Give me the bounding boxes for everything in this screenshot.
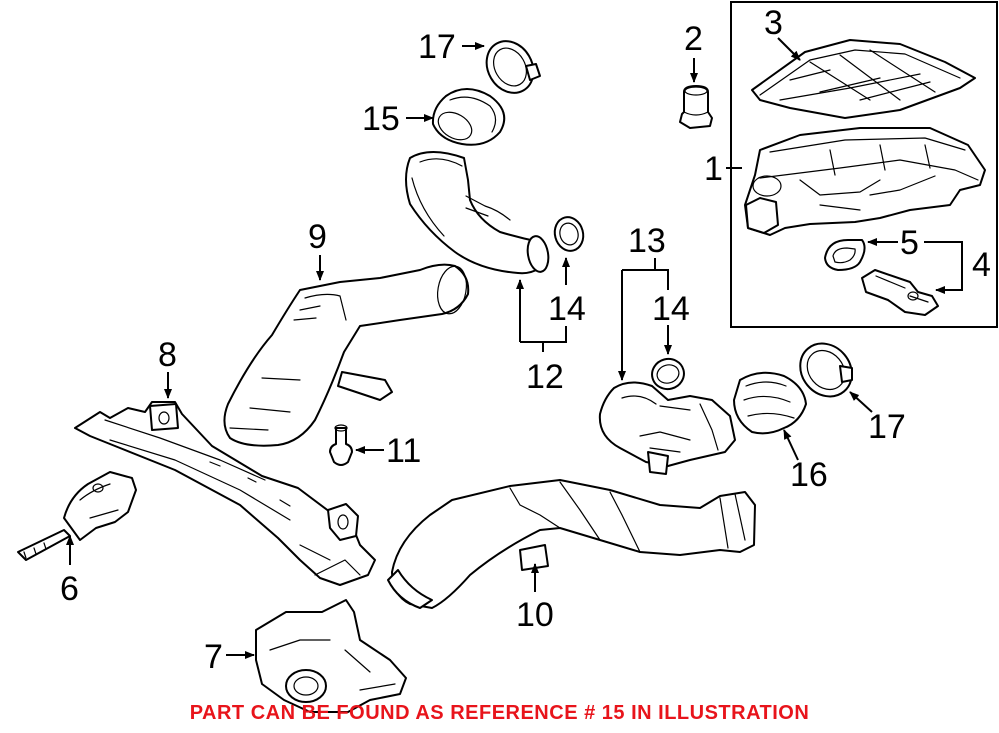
coupler-part-16 bbox=[733, 371, 807, 435]
callout-8: 8 bbox=[158, 336, 177, 374]
callout-4: 4 bbox=[972, 246, 991, 284]
air-cleaner-cover-part-3 bbox=[751, 39, 976, 119]
bracket-part-6 bbox=[17, 471, 137, 561]
hose-clamp-part-17-right bbox=[799, 342, 853, 398]
air-cleaner-housing-part-1 bbox=[744, 127, 986, 236]
callout-14-left: 14 bbox=[548, 290, 586, 328]
callout-10: 10 bbox=[516, 596, 554, 634]
callout-17-top: 17 bbox=[418, 28, 456, 66]
intake-coupler-part-15 bbox=[431, 88, 506, 146]
intake-duct-part-9 bbox=[223, 263, 470, 447]
callout-5: 5 bbox=[900, 224, 919, 262]
callout-14-right: 14 bbox=[652, 290, 690, 328]
callout-2: 2 bbox=[684, 20, 703, 58]
clamp-part-14-left bbox=[553, 216, 585, 252]
leader-lines bbox=[66, 37, 963, 659]
air-flow-sensor-part-4 bbox=[861, 269, 939, 316]
callout-9: 9 bbox=[308, 218, 327, 256]
callout-3: 3 bbox=[764, 4, 783, 42]
callout-6: 6 bbox=[60, 570, 79, 608]
hose-clamp-part-17-top bbox=[485, 40, 541, 94]
push-rivet-part-11 bbox=[329, 424, 353, 466]
callout-12: 12 bbox=[526, 358, 564, 396]
callout-11: 11 bbox=[386, 432, 421, 470]
callout-13: 13 bbox=[628, 222, 666, 260]
upper-intake-duct-part-12 bbox=[405, 151, 550, 275]
intake-duct-part-13 bbox=[598, 381, 736, 475]
heat-shield-part-7 bbox=[255, 599, 407, 713]
lower-intake-duct-part-10 bbox=[387, 479, 756, 609]
grommet-part-2 bbox=[679, 85, 713, 129]
clamp-part-14-right bbox=[651, 357, 685, 391]
seal-ring-part-5 bbox=[824, 239, 866, 271]
mounting-bracket-part-8 bbox=[74, 401, 376, 586]
callout-labels: 1 2 3 4 5 6 7 8 9 10 11 12 13 14 14 15 1… bbox=[60, 4, 991, 676]
callout-16: 16 bbox=[790, 456, 828, 494]
callout-7: 7 bbox=[204, 638, 223, 676]
callout-1: 1 bbox=[704, 150, 723, 188]
callout-15: 15 bbox=[362, 100, 400, 138]
inset-frame bbox=[730, 1, 998, 328]
callout-17-right: 17 bbox=[868, 408, 906, 446]
reference-caption: PART CAN BE FOUND AS REFERENCE # 15 IN I… bbox=[189, 702, 810, 724]
